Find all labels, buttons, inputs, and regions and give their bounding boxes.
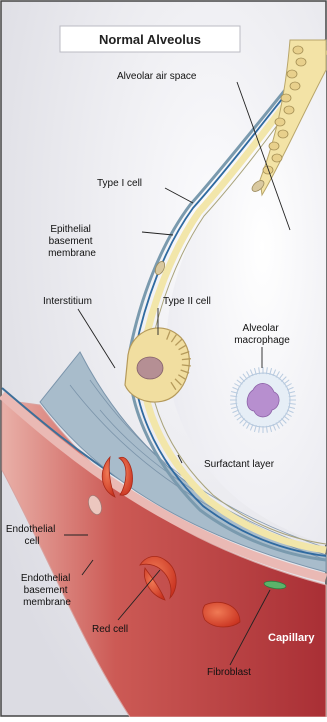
label-epithelial-bm-line2: basement [49, 236, 93, 247]
column-cell [284, 106, 294, 114]
column-cell [272, 154, 282, 162]
label-endothelial-bm-line1: Endothelial [21, 573, 70, 584]
label-macrophage-line2: macrophage [234, 335, 290, 346]
label-endothelial-cell-line1: Endothelial [6, 524, 55, 535]
label-epithelial-bm: Epithelial basement membrane [48, 224, 96, 259]
label-alveolar-air-space: Alveolar air space [117, 71, 197, 82]
label-endothelial-cell-line2: cell [24, 536, 39, 547]
label-endothelial-bm-line2: basement [24, 585, 68, 596]
label-macrophage-line1: Alveolar [243, 323, 280, 334]
label-red-cell: Red cell [92, 624, 128, 635]
column-cell [290, 82, 300, 90]
label-epithelial-bm-line1: Epithelial [50, 224, 91, 235]
label-fibroblast: Fibroblast [207, 667, 251, 678]
column-cell [278, 130, 288, 138]
diagram-title: Normal Alveolus [99, 32, 201, 47]
column-cell [296, 58, 306, 66]
label-epithelial-bm-line3: membrane [48, 248, 96, 259]
column-cell [275, 118, 285, 126]
column-cell [269, 142, 279, 150]
label-type-ii-cell: Type II cell [163, 296, 211, 307]
label-endothelial-bm-line3: membrane [23, 597, 71, 608]
label-interstitium: Interstitium [43, 296, 92, 307]
microvillus [182, 359, 191, 360]
type-ii-nucleus [137, 357, 163, 379]
alveolar-macrophage [230, 367, 296, 433]
label-capillary: Capillary [268, 632, 315, 644]
column-cell [263, 166, 273, 174]
column-cell [287, 70, 297, 78]
label-surfactant-layer: Surfactant layer [204, 459, 275, 470]
column-cell [281, 94, 291, 102]
column-cell [293, 46, 303, 54]
label-endothelial-bm: Endothelial basement membrane [21, 573, 73, 608]
label-type-i-cell: Type I cell [97, 178, 142, 189]
